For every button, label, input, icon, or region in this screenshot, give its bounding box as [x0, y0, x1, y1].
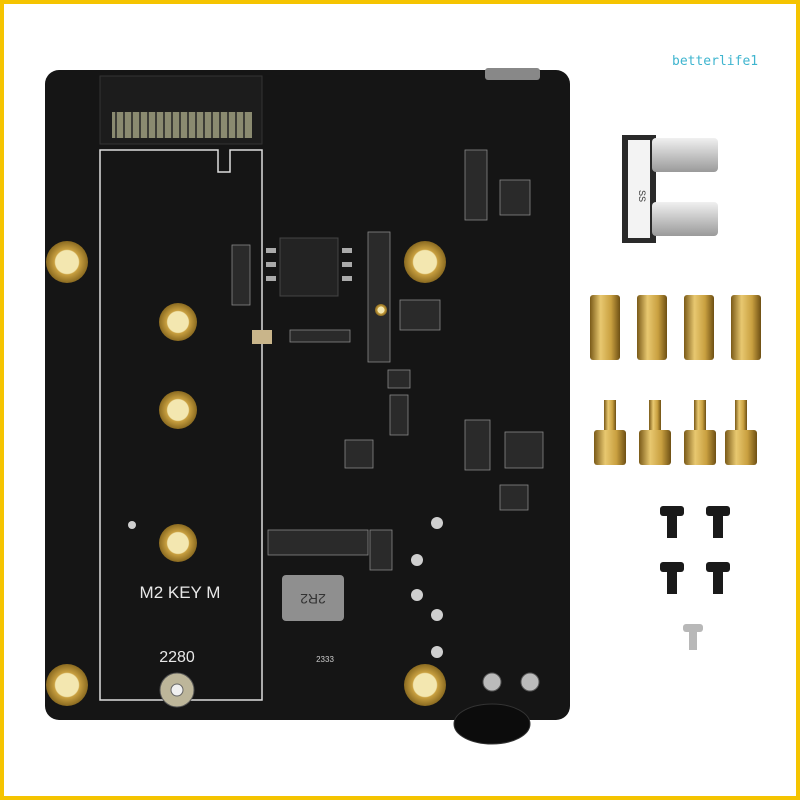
controller-chip — [279, 237, 339, 297]
brass-standoffs-male — [594, 400, 757, 465]
small-marking: 2333 — [316, 655, 334, 664]
watermark: betterlife1 — [672, 54, 759, 69]
silver-screw — [683, 624, 703, 650]
slot-label: M2 KEY M — [140, 583, 221, 602]
m2-hole — [159, 391, 197, 429]
usb-bridge-adapter: SS — [622, 135, 718, 243]
inductor — [282, 575, 344, 621]
expansion-board: M2 KEY M 2280 2R2 2333 — [45, 68, 570, 745]
m2-slot-outline — [99, 149, 263, 701]
slot-size-label: 2280 — [159, 649, 195, 666]
svg-text:SS: SS — [637, 190, 647, 202]
mounting-hole — [404, 241, 446, 283]
brass-standoffs-female — [590, 295, 761, 360]
mounting-hole — [46, 241, 88, 283]
m2-hole — [159, 524, 197, 562]
mounting-hole — [404, 664, 446, 706]
inductor-label: 2R2 — [300, 591, 326, 607]
black-screws — [660, 506, 730, 594]
power-jack — [453, 703, 531, 745]
mounting-hole — [46, 664, 88, 706]
m2-hole — [159, 303, 197, 341]
